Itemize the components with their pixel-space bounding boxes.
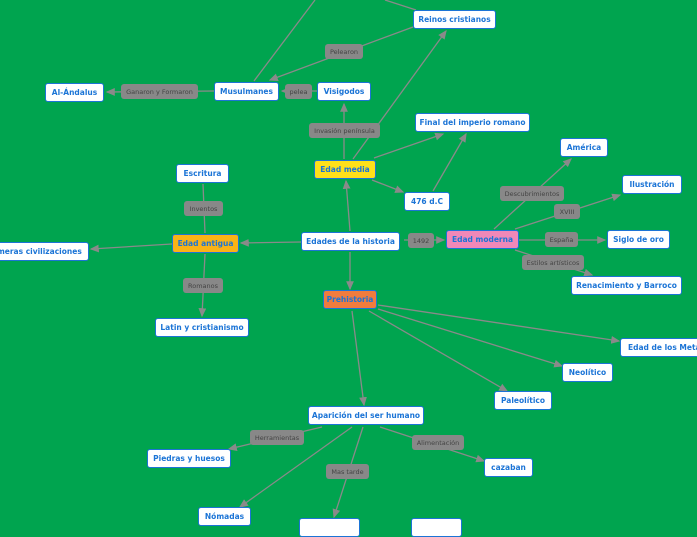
- link-label-estilos: Estilos artísticos: [522, 255, 584, 270]
- link-label-romanos: Romanos: [183, 278, 223, 293]
- link-label-herramientas: Herramientas: [250, 430, 304, 445]
- node-partial-1[interactable]: [299, 518, 360, 537]
- link-label-xviii: XVIII: [554, 204, 580, 219]
- node-partial-2[interactable]: [411, 518, 462, 537]
- node-reinos-cristianos[interactable]: Reinos cristianos: [413, 10, 496, 29]
- node-escritura[interactable]: Escritura: [176, 164, 229, 183]
- node-cazaban[interactable]: cazaban: [484, 458, 533, 477]
- node-nomadas[interactable]: Nómadas: [198, 507, 251, 526]
- node-edades-historia[interactable]: Edades de la historia: [301, 232, 400, 251]
- link-label-descubrimientos: Descubrimientos: [500, 186, 564, 201]
- node-paleolitico[interactable]: Paleolítico: [494, 391, 552, 410]
- node-america[interactable]: América: [560, 138, 608, 157]
- link-label-invasion: Invasión península: [309, 123, 380, 138]
- node-siglo-de-oro[interactable]: Siglo de oro: [607, 230, 670, 249]
- link-label-inventos: Inventos: [184, 201, 223, 216]
- link-label-pelearon: Pelearon: [325, 44, 363, 59]
- link-label-1492: 1492: [408, 233, 434, 248]
- node-edad-metales[interactable]: Edad de los Metales: [620, 338, 697, 357]
- node-prehistoria[interactable]: Prehistoria: [323, 290, 377, 309]
- node-visigodos[interactable]: Visigodos: [317, 82, 371, 101]
- node-al-andalus[interactable]: Al-Ándalus: [45, 83, 104, 102]
- node-primeras-civilizaciones[interactable]: Primeras civilizaciones: [0, 242, 89, 261]
- node-476[interactable]: 476 d.C: [404, 192, 450, 211]
- node-edad-moderna[interactable]: Edad moderna: [446, 230, 519, 249]
- node-edad-antigua[interactable]: Edad antigua: [172, 234, 239, 253]
- node-final-imperio-romano[interactable]: Final del imperio romano: [415, 113, 530, 132]
- link-label-pelea: pelea: [285, 84, 312, 99]
- node-edad-media[interactable]: Edad media: [314, 160, 376, 179]
- link-label-mas-tarde: Mas tarde: [326, 464, 369, 479]
- node-piedras-huesos[interactable]: Piedras y huesos: [147, 449, 231, 468]
- link-label-espana: España: [545, 232, 578, 247]
- node-neolitico[interactable]: Neolítico: [562, 363, 613, 382]
- link-label-alimentacion: Alimentación: [412, 435, 464, 450]
- node-musulmanes[interactable]: Musulmanes: [214, 82, 279, 101]
- node-aparicion-ser-humano[interactable]: Aparición del ser humano: [308, 406, 424, 425]
- node-latin-cristianismo[interactable]: Latin y cristianismo: [155, 318, 249, 337]
- node-ilustracion[interactable]: Ilustración: [622, 175, 682, 194]
- node-renacimiento-barroco[interactable]: Renacimiento y Barroco: [571, 276, 682, 295]
- connection-lines: [89, 0, 622, 519]
- link-label-ganaron: Ganaron y Formaron: [121, 84, 198, 99]
